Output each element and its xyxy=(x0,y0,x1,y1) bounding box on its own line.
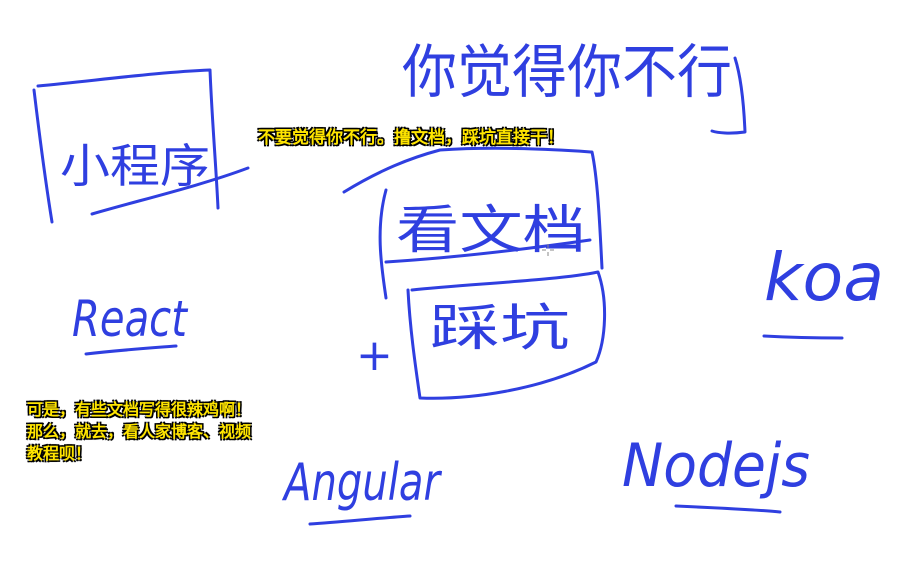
koa-underline xyxy=(762,334,844,340)
angular-label: Angular xyxy=(282,453,443,513)
read-docs-underline xyxy=(384,238,592,264)
mini-program-underline xyxy=(90,166,250,216)
subtitle-left: 可是，有些文档写得很辣鸡啊！ 那么，就去，看人家博客、视频 教程呗！ xyxy=(27,399,347,465)
crosshair-cursor-icon xyxy=(542,244,554,256)
mini-program-label: 小程序 xyxy=(60,139,210,193)
subtitle-line: 教程呗！ xyxy=(27,444,92,463)
subtitle-top: 不要觉得你不行。撸文档，踩坑直接干！ xyxy=(258,128,564,148)
nodejs-underline xyxy=(674,504,782,514)
nodejs-label: Nodejs xyxy=(622,431,810,501)
mini-program-box xyxy=(32,68,220,224)
title-bracket-stroke xyxy=(710,56,747,135)
handwritten-title: 你觉得你不行 xyxy=(402,38,732,106)
koa-label: koa xyxy=(764,239,884,316)
subtitle-line: 可是，有些文档写得很辣鸡啊！ xyxy=(27,400,252,419)
plus-sign: + xyxy=(356,330,393,381)
angular-underline xyxy=(308,514,412,526)
pits-box xyxy=(406,270,606,400)
react-label: React xyxy=(72,290,189,348)
docs-box xyxy=(342,146,604,300)
subtitle-line: 那么，就去，看人家博客、视频 xyxy=(27,422,252,441)
step-pits-label: 踩坑 xyxy=(430,299,570,357)
read-docs-label: 看文档 xyxy=(396,201,586,261)
react-underline xyxy=(84,344,178,356)
